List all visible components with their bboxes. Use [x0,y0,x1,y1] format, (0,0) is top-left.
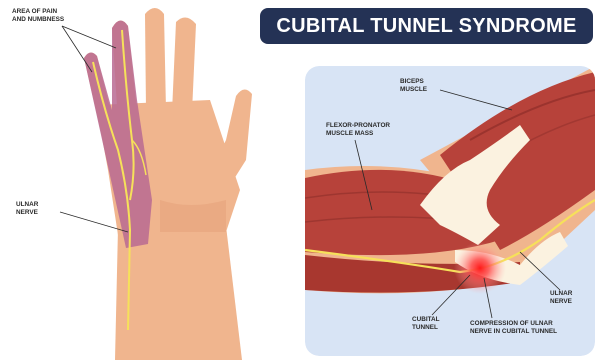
pain-leader-1 [62,26,92,72]
title-banner: CUBITAL TUNNEL SYNDROME [260,8,593,44]
middle-finger [145,8,166,110]
pain-leader-2 [62,26,116,48]
flexor-label: FLEXOR-PRONATOR MUSCLE MASS [326,122,390,138]
cubital-tunnel-label: CUBITAL TUNNEL [412,316,440,332]
elbow-ulnar-nerve-label: ULNAR NERVE [550,290,572,306]
hand-illustration [60,8,252,360]
compression-label: COMPRESSION OF ULNAR NERVE IN CUBITAL TU… [470,320,557,336]
pain-area-label: AREA OF PAIN AND NUMBNESS [12,8,64,24]
page-title: CUBITAL TUNNEL SYNDROME [276,15,576,38]
elbow-panel [305,66,595,356]
compression-glow [454,242,506,294]
hand-ulnar-nerve-label: ULNAR NERVE [16,201,38,217]
biceps-label: BICEPS MUSCLE [400,78,427,94]
index-finger [172,17,196,112]
